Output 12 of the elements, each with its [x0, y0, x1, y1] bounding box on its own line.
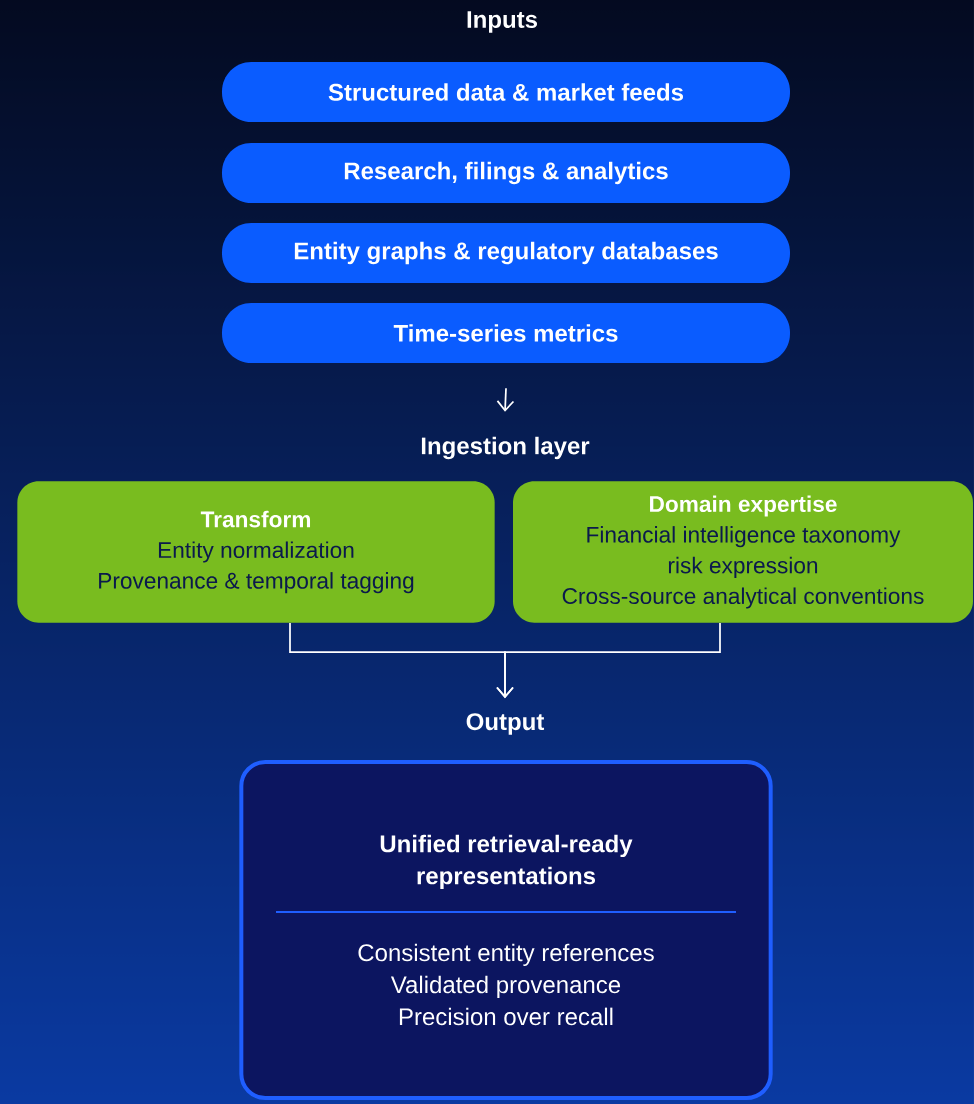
process-box: Transform Entity normalization Provenance & temporal tagging — [17, 481, 495, 623]
section-heading: Output — [466, 713, 545, 735]
input-box: Time-series metrics — [222, 303, 790, 363]
input-box: Entity graphs & regulatory databases — [222, 223, 790, 283]
arrow — [496, 387, 515, 412]
bracket-arrow — [496, 622, 721, 699]
input-box: Research, filings & analytics — [222, 143, 790, 203]
process-box: Domain expertise Financial intelligence taxonomy risk expression Cross-source analytical conventions — [513, 481, 973, 623]
input-box: Structured data & market feeds — [222, 62, 790, 122]
section-heading: Inputs — [467, 11, 537, 33]
section-heading: Ingestion layer — [421, 436, 590, 460]
output-box: Unified retrieval-ready representations Consistent entity references Validated provenance Precision over recall — [239, 760, 773, 1100]
